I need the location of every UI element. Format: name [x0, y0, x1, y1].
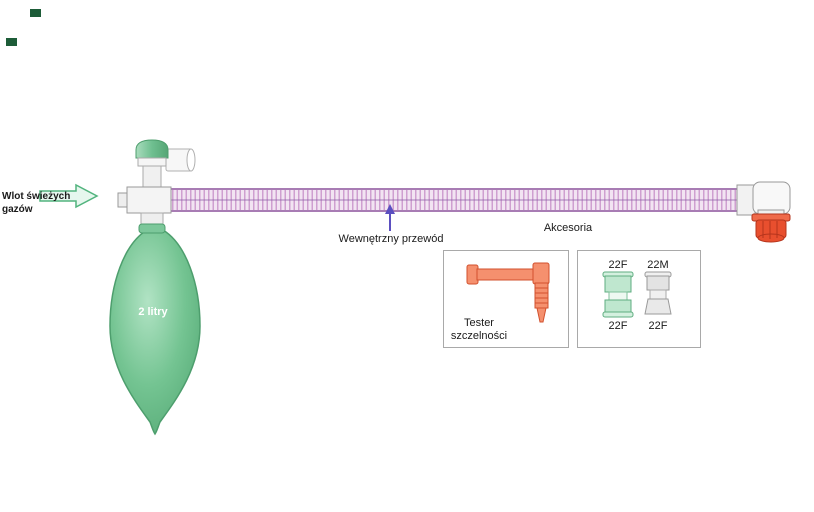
valve-green-cap [135, 139, 169, 159]
bag-neck-collar [138, 223, 166, 234]
elbow-connector [736, 181, 791, 217]
fresh-gas-inlet-label: Wlot świeżych gazów [2, 191, 71, 215]
connector-size-label-right-top: 22M [647, 259, 669, 271]
fresh-gas-arrow-icon [39, 183, 99, 209]
apl-valve [117, 139, 196, 234]
connector-size-label-right-bottom: 22F [648, 320, 668, 332]
leak-tester-icon [466, 262, 550, 323]
corrugated-tube [163, 188, 740, 212]
leak-tester-label-line1: Tester [464, 317, 494, 329]
connectors-box [577, 250, 701, 348]
leak-tester-box [443, 250, 569, 348]
inner-tube-line [163, 199, 740, 201]
bag-volume-label: 2 litry [138, 306, 168, 318]
connector-size-label-left-top: 22F [608, 259, 628, 271]
corner-mark [6, 38, 17, 46]
leak-tester-label-line2: szczelności [450, 330, 508, 342]
t-piece [126, 186, 172, 214]
breathing-bag [109, 229, 201, 436]
green-connector-icon [602, 271, 634, 318]
inner-tube-arrow-icon [385, 204, 395, 231]
accessories-label: Akcesoria [543, 222, 593, 234]
inner-tube-label: Wewnętrzny przewód [338, 233, 444, 245]
fresh-gas-port [117, 192, 128, 208]
connector-size-label-left-bottom: 22F [608, 320, 628, 332]
gray-connector-icon [644, 271, 672, 315]
red-cap [751, 213, 791, 243]
corner-mark [30, 9, 41, 17]
